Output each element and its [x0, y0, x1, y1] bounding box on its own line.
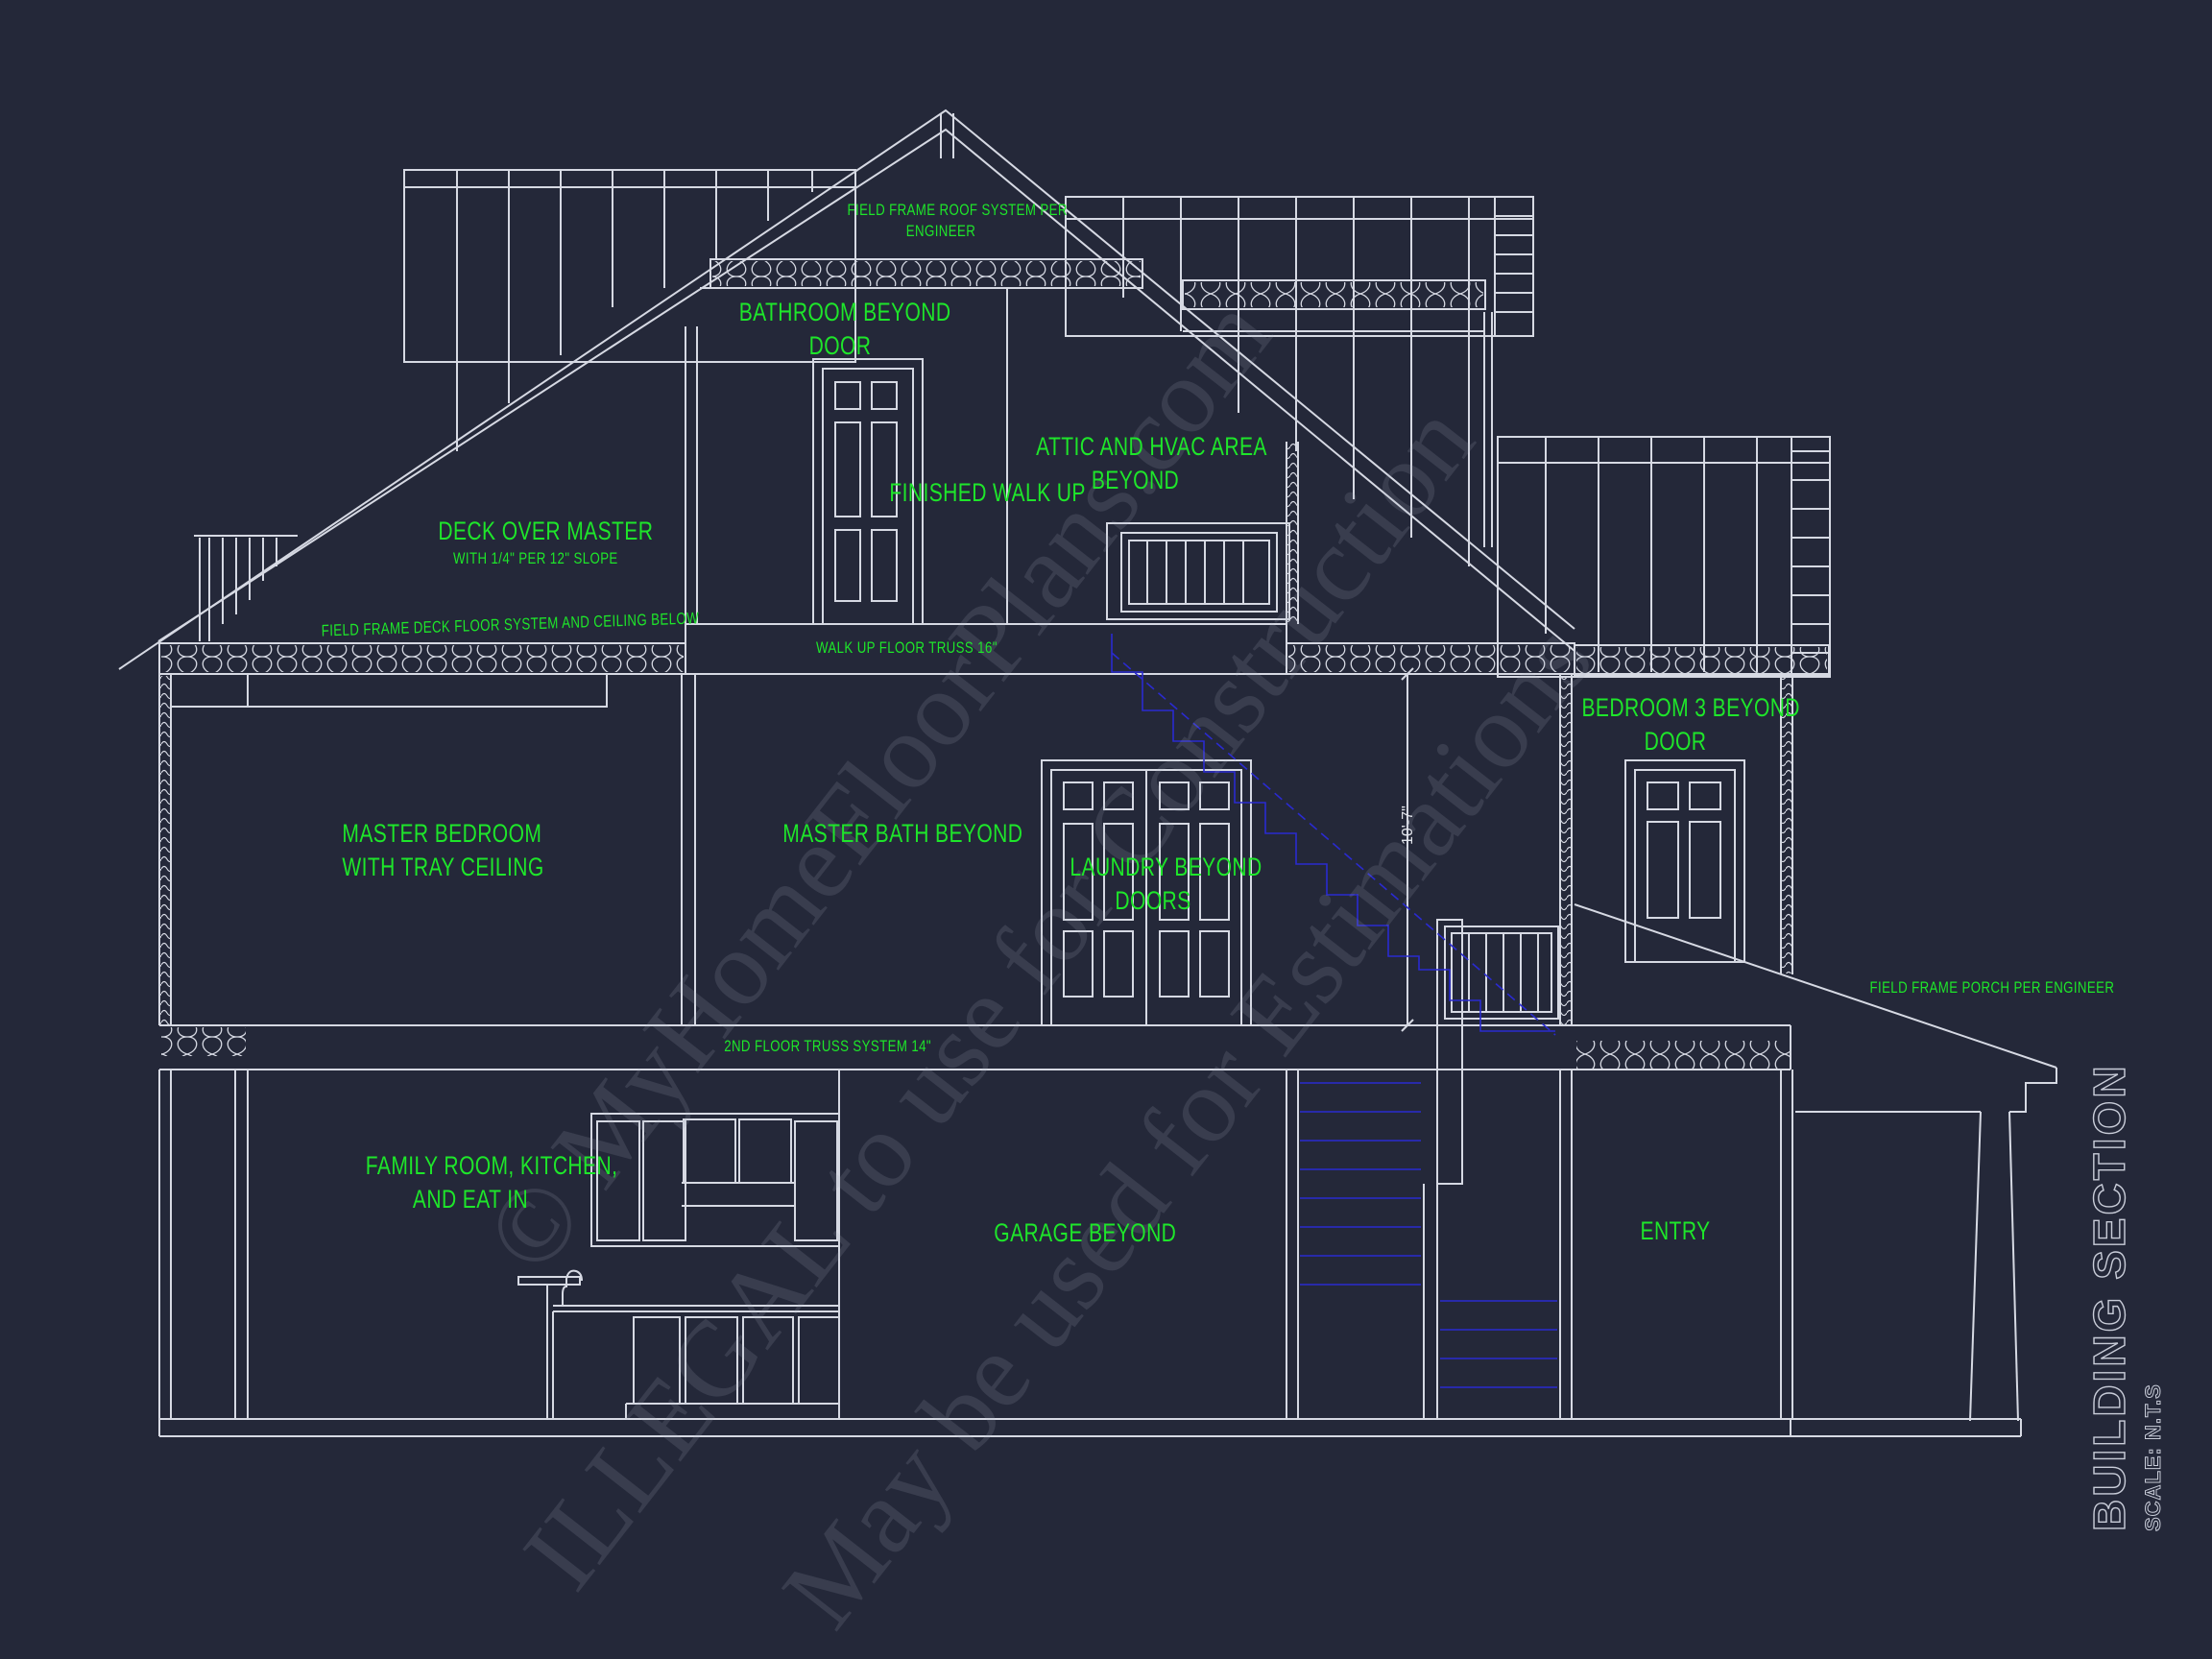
- label-bedroom3-line2: DOOR: [1644, 727, 1707, 757]
- label-bathroom-line1: BATHROOM BEYOND: [738, 298, 951, 326]
- label-walk-up-truss: WALK UP FLOOR TRUSS 16": [816, 638, 998, 657]
- label-attic-line1: ATTIC AND HVAC AREA: [1036, 432, 1267, 461]
- label-bedroom3-line1: BEDROOM 3 BEYOND: [1581, 693, 1800, 722]
- label-garage: GARAGE BEYOND: [994, 1218, 1177, 1247]
- label-deck-slope: WITH 1/4" PER 12" SLOPE: [453, 549, 618, 567]
- label-laundry-line1: LAUNDRY BEYOND: [1070, 853, 1262, 881]
- label-roof-system-line2: ENGINEER: [905, 222, 976, 241]
- label-attic: ATTIC AND HVAC AREA BEYOND: [1036, 430, 1267, 497]
- drawing-title: BUILDING SECTION: [2083, 1063, 2134, 1532]
- stairs: [1111, 634, 1557, 1388]
- drawing-scale: SCALE: N.T.S: [2141, 1383, 2166, 1532]
- framing-lines: [118, 108, 2057, 1437]
- label-master-bedroom: MASTER BEDROOM WITH TRAY CEILING: [342, 817, 544, 884]
- label-finished-walk-up: FINISHED WALK UP: [889, 478, 1086, 507]
- label-roof-system-line1: FIELD FRAME ROOF SYSTEM PER: [847, 201, 1068, 219]
- label-roof-system: FIELD FRAME ROOF SYSTEM PER ENGINEER: [847, 200, 1068, 242]
- label-family-room-line1: FAMILY ROOM, KITCHEN,: [365, 1151, 618, 1180]
- label-family-room-line2: AND EAT IN: [412, 1185, 529, 1214]
- label-deck-over-master: DECK OVER MASTER: [438, 517, 654, 545]
- label-second-floor-truss: 2ND FLOOR TRUSS SYSTEM 14": [724, 1037, 931, 1055]
- label-family-room: FAMILY ROOM, KITCHEN, AND EAT IN: [365, 1149, 618, 1216]
- label-entry: ENTRY: [1640, 1216, 1711, 1245]
- label-master-bedroom-line1: MASTER BEDROOM: [342, 819, 542, 848]
- label-master-bedroom-line2: WITH TRAY CEILING: [342, 853, 544, 882]
- label-master-bath: MASTER BATH BEYOND: [782, 819, 1023, 848]
- label-bedroom3: BEDROOM 3 BEYOND DOOR: [1581, 691, 1800, 758]
- label-bathroom: BATHROOM BEYOND DOOR: [738, 296, 951, 363]
- label-laundry-line2: DOORS: [1115, 886, 1191, 916]
- label-bathroom-line2: DOOR: [808, 331, 872, 361]
- dimension-stair-height: 10'-7": [1400, 805, 1416, 845]
- title-block: BUILDING SECTION SCALE: N.T.S: [2083, 1063, 2166, 1532]
- label-attic-line2: BEYOND: [1091, 466, 1180, 495]
- label-laundry: LAUNDRY BEYOND DOORS: [1070, 851, 1262, 918]
- label-porch: FIELD FRAME PORCH PER ENGINEER: [1869, 978, 2115, 997]
